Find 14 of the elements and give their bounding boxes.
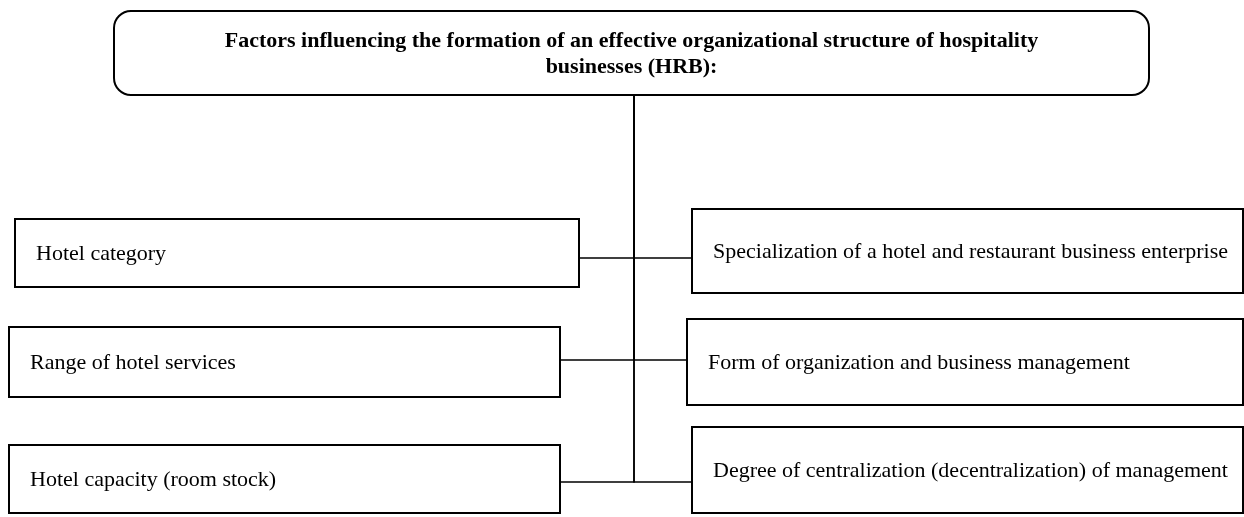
- factor-text: Range of hotel services: [30, 348, 236, 376]
- title-box: [113, 10, 1150, 96]
- factor-box: [686, 318, 1244, 406]
- factor-text: Degree of centralization (decentralization) of management: [713, 456, 1228, 484]
- factor-text: Form of organization and business management: [708, 348, 1130, 376]
- factor-text: Hotel category: [36, 239, 167, 267]
- factor-box: [691, 426, 1244, 514]
- factor-text: Specialization of a hotel and restaurant business enterprise: [713, 237, 1228, 265]
- factor-box: [691, 208, 1244, 294]
- factor-box: [8, 444, 561, 514]
- factor-box: [14, 218, 580, 288]
- factor-box: [8, 326, 561, 398]
- factor-text: Hotel capacity (room stock): [30, 465, 277, 493]
- title-text: Factors influencing the formation of an effective organizational structure of hospitality businesses (HRB):: [223, 26, 1040, 80]
